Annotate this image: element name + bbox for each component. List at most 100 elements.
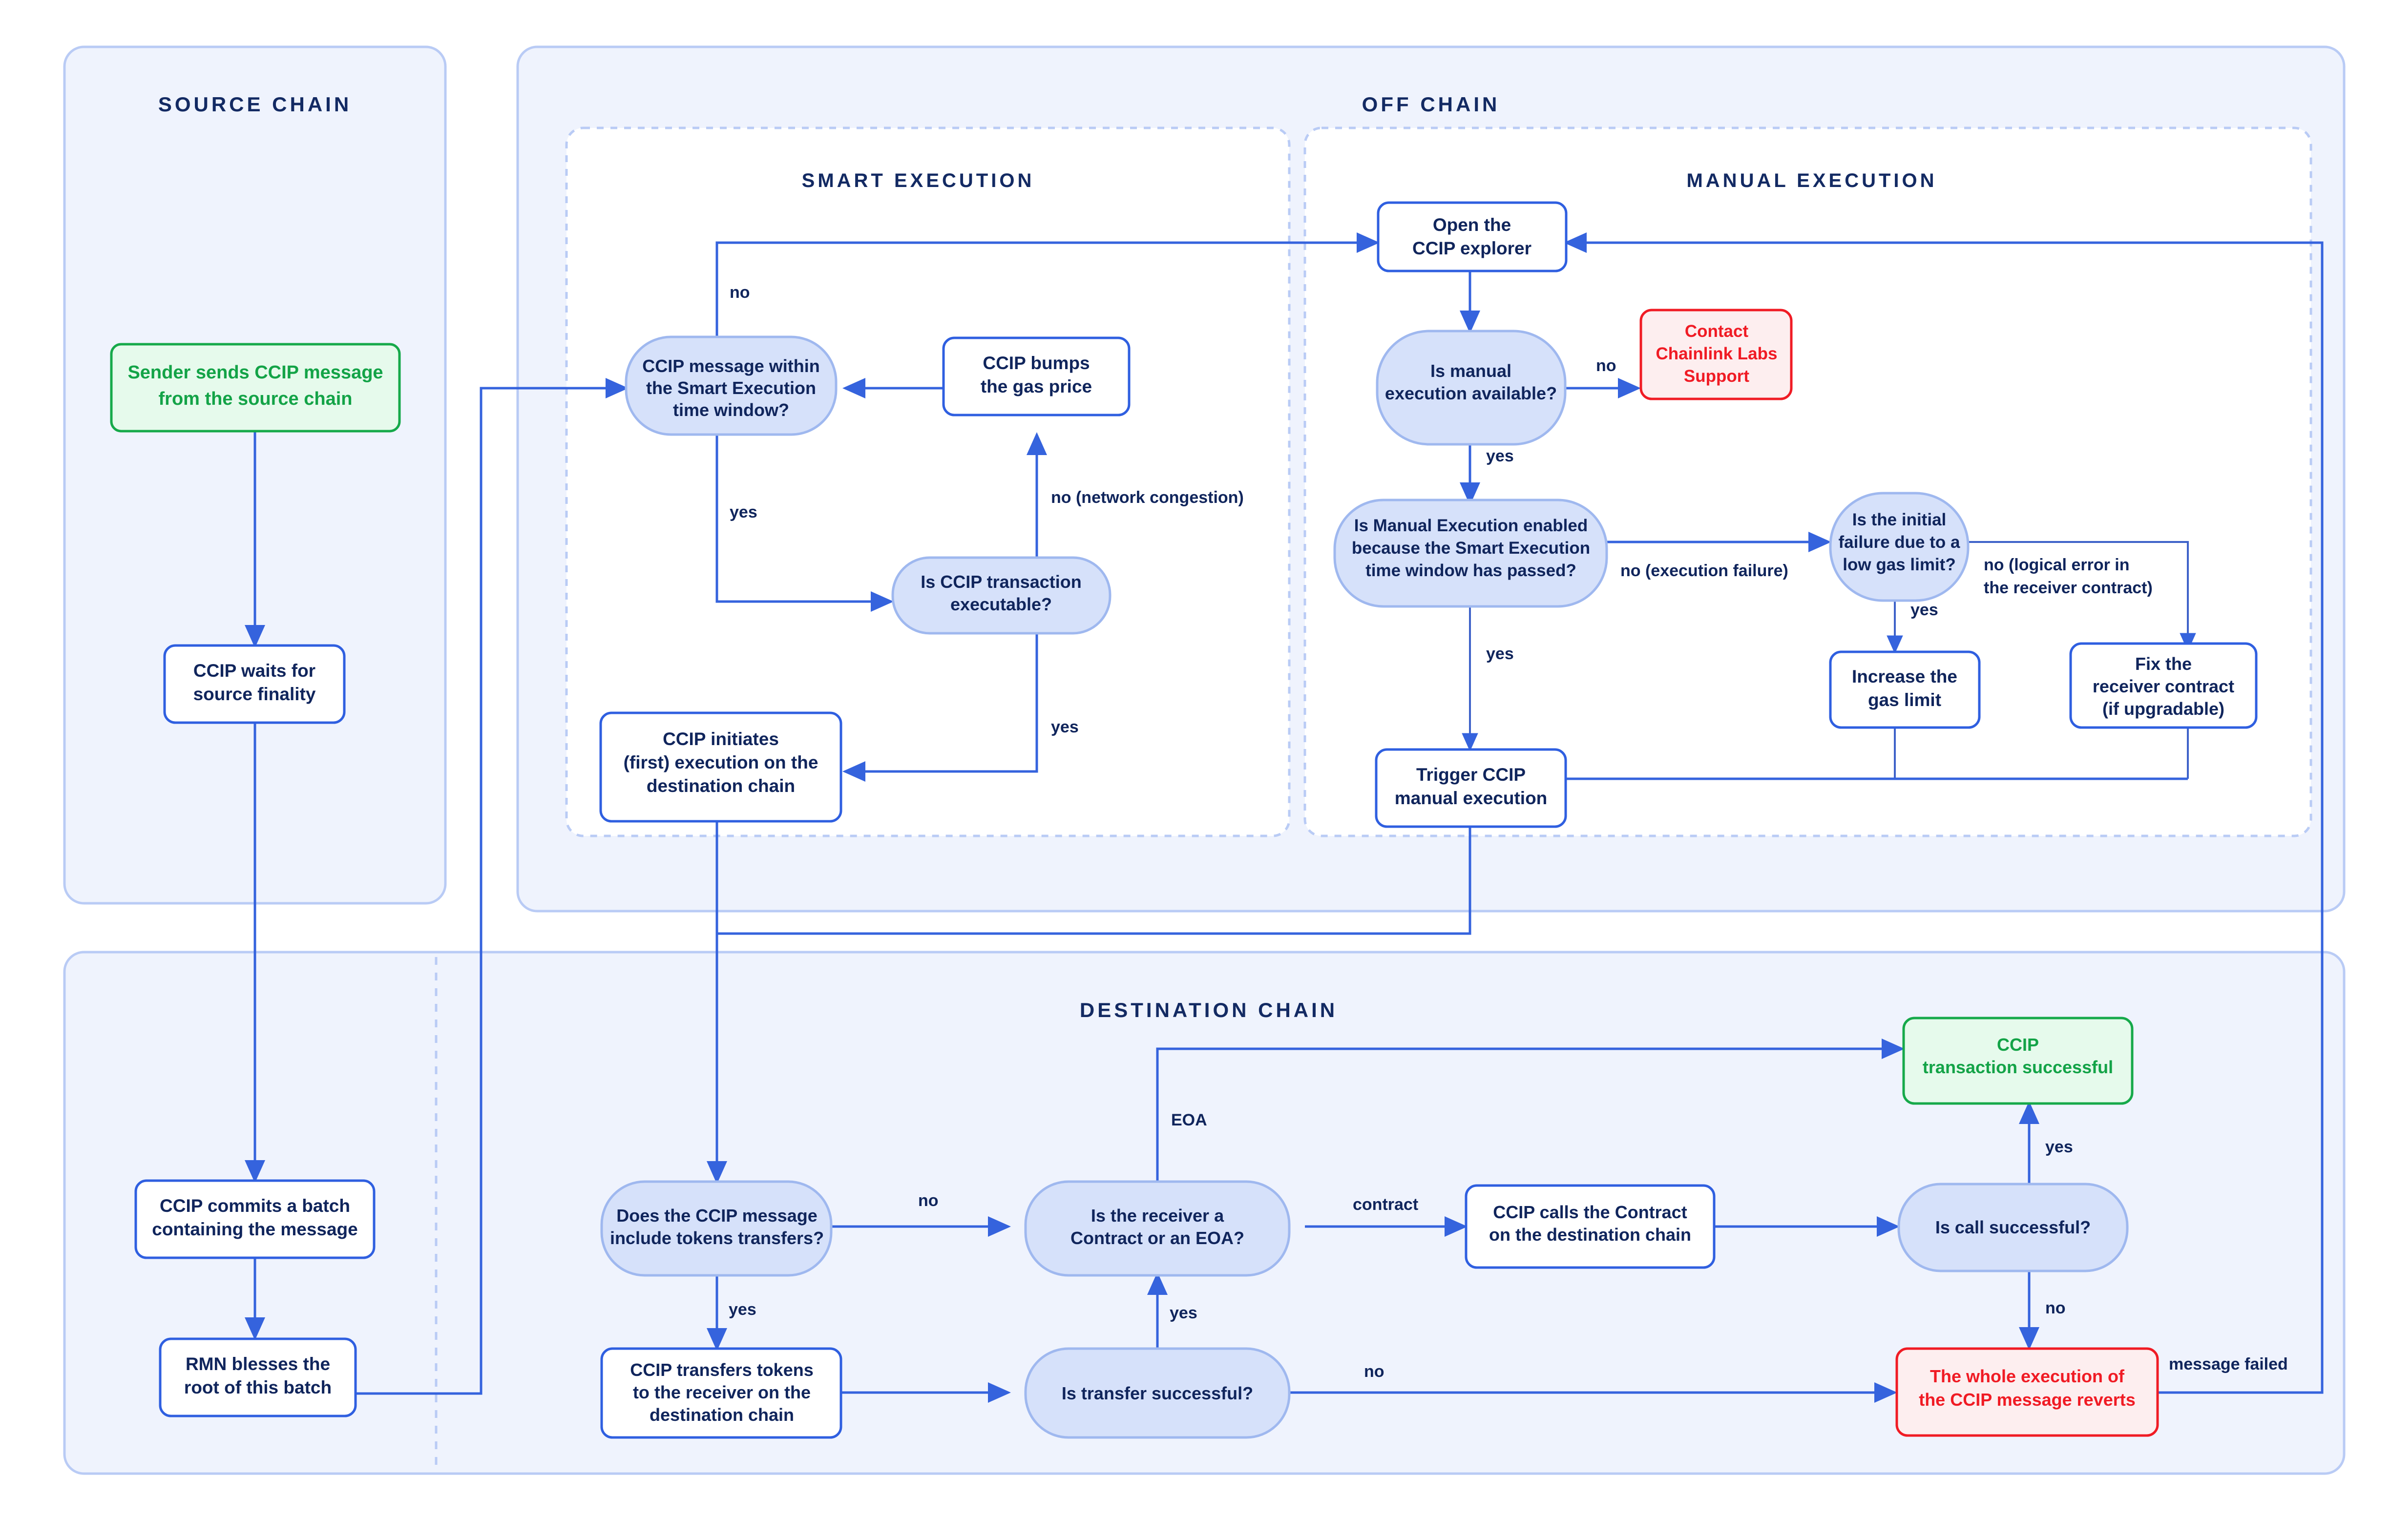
node-tx-successful[interactable]: CCIP transaction successful (1902, 1017, 2134, 1105)
node-transfers-tokens-line-1: to the receiver on the (633, 1382, 811, 1402)
node-low-gas-limit-line-2: low gas limit? (1843, 555, 1955, 574)
node-transfers-tokens-line-2: destination chain (650, 1405, 794, 1425)
edge-label-eoa: EOA (1171, 1111, 1207, 1129)
node-sender-sends-line-1: from the source chain (159, 389, 353, 409)
node-open-explorer-line-1: CCIP explorer (1412, 238, 1531, 258)
node-waits-finality-line-0: CCIP waits for (193, 661, 315, 681)
edge-label-no-execution-failure: no (execution failure) (1620, 562, 1788, 580)
node-manual-enabled-line-1: because the Smart Execution (1352, 539, 1590, 558)
edge-contracteoa-eoa-to-success (1156, 1039, 1905, 1182)
node-initiates-first-line-1: (first) execution on the (624, 752, 818, 772)
node-manual-enabled-line-0: Is Manual Execution enabled (1354, 516, 1588, 535)
node-transfers-tokens[interactable]: CCIP transfers tokens to the receiver on… (600, 1347, 842, 1439)
node-fix-receiver-line-0: Fix the (2135, 654, 2192, 674)
node-contract-or-eoa[interactable]: Is the receiver a Contract or an EOA? (1024, 1180, 1291, 1277)
edge-label-no-logical-error-line-0: no (logical error in (1984, 556, 2129, 574)
node-transfer-successful[interactable]: Is transfer successful? (1024, 1347, 1291, 1439)
node-manual-available[interactable]: Is manual execution available? (1376, 330, 1567, 446)
node-commits-batch-line-0: CCIP commits a batch (160, 1196, 350, 1216)
node-open-explorer[interactable]: Open the CCIP explorer (1377, 201, 1568, 272)
node-increase-gas-line-0: Increase the (1852, 666, 1957, 687)
edge-label-yes-manual-available: yes (1486, 447, 1514, 465)
node-commits-batch[interactable]: CCIP commits a batch containing the mess… (134, 1179, 376, 1259)
edge-executable-yes-to-initiates (842, 632, 1038, 782)
node-manual-enabled[interactable]: Is Manual Execution enabled because the … (1333, 499, 1608, 608)
node-trigger-manual-line-1: manual execution (1395, 788, 1548, 808)
edge-trigger-to-tokens (717, 803, 1471, 935)
node-contact-support[interactable]: Contact Chainlink Labs Support (1639, 309, 1793, 400)
node-low-gas-limit[interactable]: Is the initial failure due to a low gas … (1829, 492, 1970, 602)
node-manual-enabled-line-2: time window has passed? (1365, 561, 1576, 580)
lane-label-off-chain: OFF CHAIN (1362, 93, 1500, 116)
edge-label-yes-window: yes (730, 503, 757, 521)
node-within-window-line-2: time window? (673, 400, 789, 420)
node-low-gas-limit-line-0: Is the initial (1852, 510, 1947, 529)
node-initiates-first-line-0: CCIP initiates (663, 729, 779, 749)
node-fix-receiver[interactable]: Fix the receiver contract (if upgradable… (2069, 642, 2258, 729)
node-sender-sends[interactable]: Sender sends CCIP message from the sourc… (110, 343, 401, 433)
node-waits-finality[interactable]: CCIP waits for source finality (163, 644, 346, 724)
edge-label-no-transfer: no (1364, 1362, 1384, 1381)
node-reverts-line-1: the CCIP message reverts (1919, 1390, 2136, 1410)
node-contact-support-line-1: Chainlink Labs (1656, 344, 1778, 363)
edge-lowgas-no-to-fix (1968, 541, 2196, 652)
node-include-tokens[interactable]: Does the CCIP message include tokens tra… (600, 1180, 833, 1277)
lane-label-destination-chain: DESTINATION CHAIN (1080, 999, 1338, 1021)
node-contract-or-eoa-line-0: Is the receiver a (1091, 1206, 1224, 1226)
node-call-successful[interactable]: Is call successful? (1897, 1183, 2129, 1272)
node-open-explorer-line-0: Open the (1433, 215, 1511, 235)
edge-label-yes-tokens: yes (729, 1300, 756, 1319)
node-rmn-blesses-line-1: root of this batch (184, 1377, 332, 1397)
lane-label-smart-execution: SMART EXECUTION (802, 170, 1035, 191)
node-calls-contract[interactable]: CCIP calls the Contract on the destinati… (1465, 1184, 1716, 1269)
lane-smart-execution (565, 126, 1291, 837)
node-transfers-tokens-line-0: CCIP transfers tokens (630, 1360, 813, 1380)
node-reverts[interactable]: The whole execution of the CCIP message … (1895, 1347, 2159, 1437)
node-is-executable-line-0: Is CCIP transaction (921, 572, 1081, 592)
node-tx-successful-line-0: CCIP (1997, 1035, 2039, 1055)
edge-label-yes-low-gas: yes (1910, 601, 1938, 619)
node-trigger-manual-line-0: Trigger CCIP (1416, 765, 1526, 785)
edge-label-no-call: no (2045, 1299, 2066, 1317)
node-bumps-gas-line-0: CCIP bumps (983, 353, 1090, 373)
edge-label-no-logical-error-line-1: the receiver contract) (1984, 579, 2153, 597)
node-within-window-line-1: the Smart Execution (646, 378, 816, 398)
node-within-window[interactable]: CCIP message within the Smart Execution … (625, 335, 838, 436)
lane-label-manual-execution: MANUAL EXECUTION (1686, 170, 1937, 191)
edge-label-no-window: no (730, 283, 750, 302)
node-increase-gas[interactable]: Increase the gas limit (1829, 650, 1981, 729)
node-tx-successful-line-1: transaction successful (1923, 1057, 2113, 1077)
edge-window-no-to-explorer (715, 232, 1380, 356)
node-low-gas-limit-line-1: failure due to a (1839, 533, 1960, 552)
node-reverts-line-0: The whole execution of (1930, 1366, 2125, 1386)
node-initiates-first[interactable]: CCIP initiates (first) execution on the … (599, 711, 842, 823)
node-calls-contract-line-1: on the destination chain (1489, 1225, 1691, 1245)
node-commits-batch-line-1: containing the message (152, 1219, 358, 1239)
edge-label-yes-transfer: yes (1170, 1304, 1197, 1322)
node-rmn-blesses[interactable]: RMN blesses the root of this batch (159, 1337, 357, 1417)
node-fix-receiver-line-2: (if upgradable) (2102, 699, 2224, 719)
node-contact-support-line-2: Support (1684, 367, 1749, 386)
node-initiates-first-line-2: destination chain (647, 776, 795, 796)
node-fix-receiver-line-1: receiver contract (2093, 676, 2234, 696)
edge-label-contract: contract (1353, 1195, 1418, 1214)
lane-label-source-chain: SOURCE CHAIN (158, 93, 352, 116)
lane-manual-execution (1303, 126, 2312, 837)
edge-label-no-congestion: no (network congestion) (1051, 488, 1244, 507)
edge-label-yes-executable: yes (1051, 718, 1079, 736)
node-trigger-manual[interactable]: Trigger CCIP manual execution (1375, 748, 1567, 828)
node-manual-available-line-1: execution available? (1385, 383, 1557, 403)
edge-label-no-tokens: no (918, 1191, 939, 1210)
edge-label-no-manual-available: no (1596, 356, 1616, 375)
node-contract-or-eoa-line-1: Contract or an EOA? (1070, 1228, 1244, 1248)
node-contact-support-line-0: Contact (1685, 322, 1749, 341)
edge-label-yes-manual-enabled: yes (1486, 645, 1514, 663)
node-bumps-gas[interactable]: CCIP bumps the gas price (942, 336, 1131, 416)
edge-label-message-failed: message failed (2169, 1355, 2288, 1374)
edge-rmn-to-window (355, 378, 629, 1395)
node-include-tokens-line-0: Does the CCIP message (616, 1206, 818, 1226)
node-manual-available-line-0: Is manual (1430, 361, 1511, 381)
node-is-executable[interactable]: Is CCIP transaction executable? (891, 556, 1112, 635)
edge-window-yes-to-executable (715, 420, 894, 612)
